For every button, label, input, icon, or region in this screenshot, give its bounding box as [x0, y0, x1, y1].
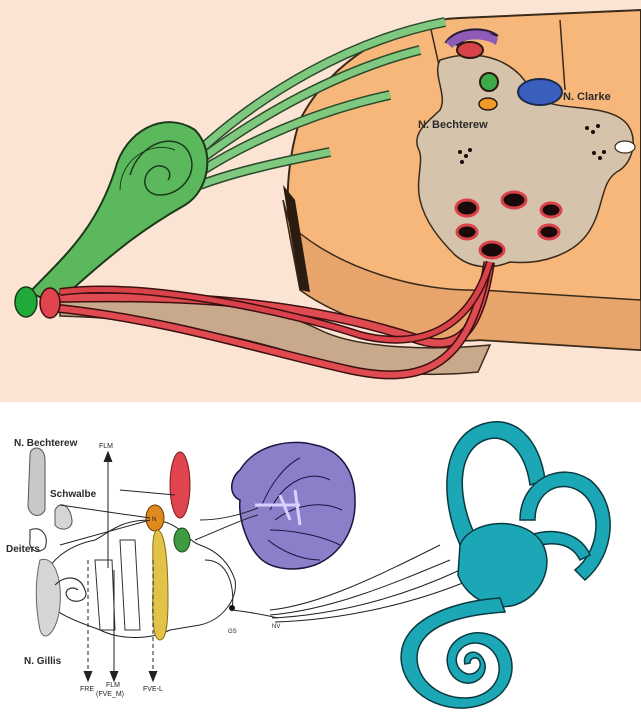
- nv-label: NV: [272, 624, 280, 630]
- bechterew-bottom-label: N. Bechterew: [14, 438, 78, 449]
- fve-m-label: (FVE_M): [96, 691, 124, 698]
- clarke-nucleus: [518, 79, 562, 105]
- flm-top-label: FLM: [99, 443, 113, 450]
- schwalbe-label: Schwalbe: [50, 489, 97, 500]
- gillis-label: N. Gillis: [24, 656, 62, 667]
- motor-neuron: [480, 242, 504, 258]
- orange-nucleus: [479, 98, 497, 110]
- fve-l-label: FVE-L: [143, 686, 163, 693]
- bottom-panel-vestibular-nuclei: N. Bechterew Schwalbe Deiters N. Gillis …: [0, 404, 641, 725]
- green-nucleus-bottom: [174, 528, 190, 552]
- red-nucleus: [170, 452, 190, 518]
- green-nerve-cut-end: [15, 287, 37, 317]
- green-nucleus: [480, 73, 498, 91]
- top-panel-spinal-cord: N. Clarke N. Bechterew: [0, 0, 641, 402]
- gs-label: GS: [228, 629, 237, 635]
- motor-neuron: [541, 203, 561, 217]
- clarke-label: N. Clarke: [563, 91, 611, 103]
- scarpa-ganglion: [229, 605, 235, 611]
- orange-nucleus-label: N: [152, 517, 156, 523]
- motor-neuron: [457, 225, 477, 239]
- bechterew-label: N. Bechterew: [418, 119, 488, 131]
- motor-neuron: [539, 225, 559, 239]
- vestibule: [458, 524, 547, 607]
- motor-neuron: [456, 200, 478, 216]
- red-dorsal-nucleus: [457, 42, 483, 58]
- white-oval: [615, 141, 635, 153]
- motor-neuron: [502, 192, 526, 208]
- red-nerve-cut-end: [40, 288, 60, 318]
- flm-bottom-label: FLM: [106, 682, 120, 689]
- bechterew-nucleus: [28, 448, 45, 515]
- deiters-label: Deiters: [6, 544, 40, 555]
- fre-label: FRE: [80, 686, 94, 693]
